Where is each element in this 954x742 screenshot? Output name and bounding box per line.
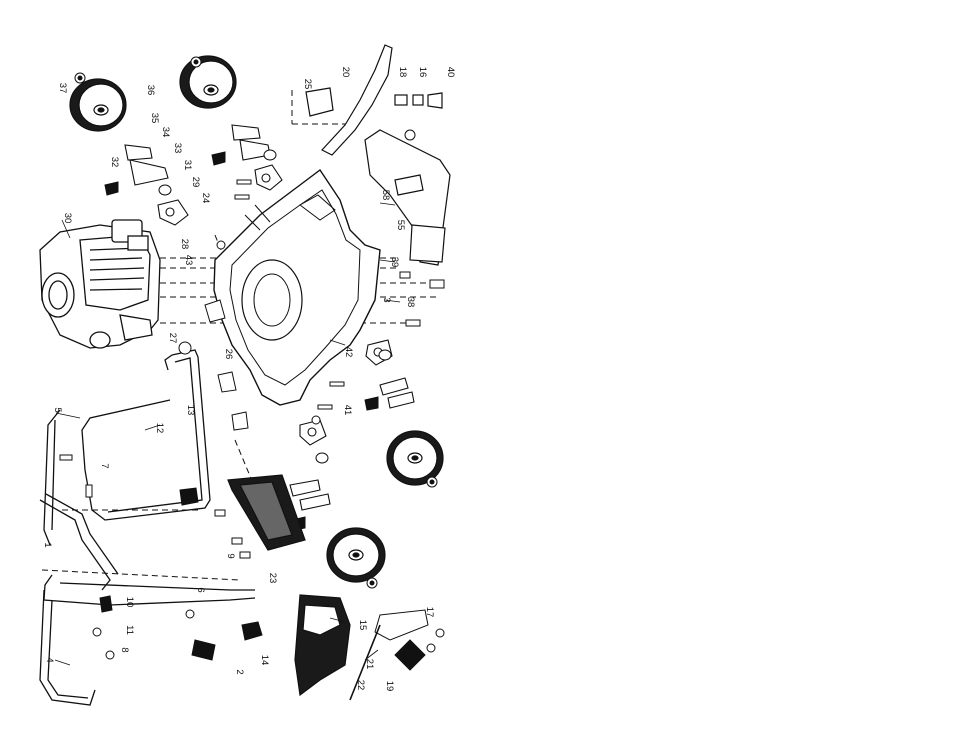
- upper-handle: [40, 410, 255, 705]
- rear-deflector: [365, 130, 450, 265]
- engine: [40, 220, 160, 348]
- callout-label: 39: [389, 257, 400, 268]
- callout-label: 19: [384, 681, 395, 692]
- callout-label: 34: [160, 127, 171, 138]
- callout-label: 22: [355, 680, 366, 691]
- callout-label: 10: [124, 597, 135, 608]
- callout-label: 26: [223, 349, 234, 360]
- callout-label: 12: [154, 423, 165, 434]
- callout-label: 23: [267, 573, 278, 584]
- callout-label: 21: [364, 659, 375, 670]
- callout-label: 41: [342, 405, 353, 416]
- callout-label: 3: [381, 297, 392, 302]
- callout-label: 27: [167, 333, 178, 344]
- callout-label: 9: [225, 553, 236, 558]
- callout-label: 18: [397, 67, 408, 78]
- callout-label: 35: [149, 113, 160, 124]
- callout-label: 55: [395, 220, 406, 231]
- callout-label: 1: [42, 542, 53, 547]
- wheel-top-left: [70, 79, 126, 131]
- wheel-top-right: [180, 56, 236, 108]
- mower-deck: [214, 170, 380, 405]
- callout-label: 4: [44, 657, 55, 662]
- callout-label: 37: [57, 83, 68, 94]
- wheel-bottom-right: [387, 431, 443, 485]
- callout-label: 30: [62, 213, 73, 224]
- callout-label: 17: [424, 607, 435, 618]
- callout-label: 29: [190, 177, 201, 188]
- wheel-bottom-left: [327, 528, 385, 582]
- callout-label: 43: [183, 255, 194, 266]
- callout-label: 28: [179, 239, 190, 250]
- callout-label: 20: [340, 67, 351, 78]
- grass-bag: [295, 595, 350, 695]
- callout-label: 13: [185, 405, 196, 416]
- callout-label: 32: [109, 157, 120, 168]
- callout-label: 38: [405, 297, 416, 308]
- callout-label: 25: [302, 79, 313, 90]
- callout-label: 24: [200, 193, 211, 204]
- callout-label: 31: [182, 160, 193, 171]
- callout-label: 14: [259, 655, 270, 666]
- callout-label: 33: [172, 143, 183, 154]
- callout-label: 58: [380, 190, 391, 201]
- callout-label: 11: [124, 625, 135, 635]
- callout-label: 36: [145, 85, 156, 96]
- callout-label: 7: [99, 463, 110, 468]
- callout-label: 42: [343, 347, 354, 358]
- callout-label: 8: [119, 647, 130, 652]
- callout-label: 6: [195, 587, 206, 592]
- callout-label: 5: [52, 407, 63, 412]
- callout-label: 16: [417, 67, 428, 78]
- callout-label: 40: [445, 67, 456, 78]
- callout-label: 2: [234, 669, 245, 674]
- callout-label: 15: [357, 620, 368, 631]
